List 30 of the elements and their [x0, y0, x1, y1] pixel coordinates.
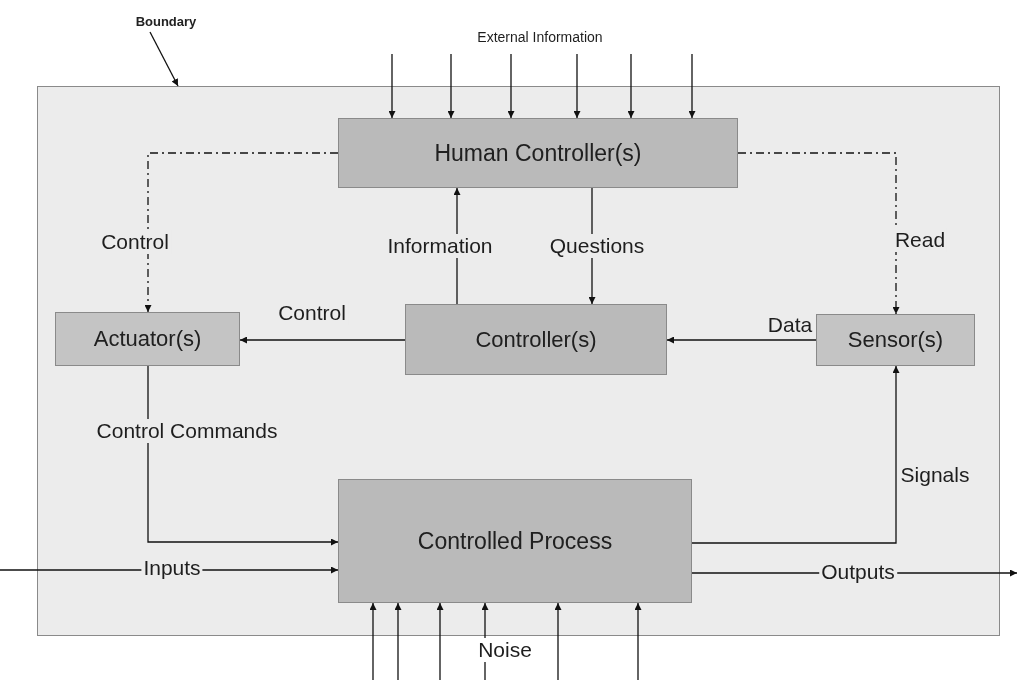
leader-arrow	[149, 31, 179, 87]
process-box: Controller(s)	[405, 304, 667, 375]
arrow	[436, 602, 444, 681]
edge-label: Questions	[547, 234, 647, 258]
process-box: Controlled Process	[338, 479, 692, 603]
boundary-label: Boundary	[118, 10, 214, 32]
arrow	[239, 336, 406, 344]
arrow	[507, 53, 515, 119]
annotation-text: External Information	[475, 29, 605, 45]
arrow	[388, 53, 396, 119]
edge-label: Control Commands	[94, 419, 280, 443]
arrow	[447, 53, 455, 119]
boundary-box	[37, 86, 1000, 636]
process-box: Human Controller(s)	[338, 118, 738, 188]
arrow	[144, 152, 339, 313]
arrow	[573, 53, 581, 119]
arrow	[369, 602, 377, 681]
arrow	[147, 365, 339, 546]
arrow	[688, 53, 696, 119]
arrow	[627, 53, 635, 119]
arrow	[394, 602, 402, 681]
arrow	[634, 602, 642, 681]
process-box: Actuator(s)	[55, 312, 240, 366]
arrow	[666, 336, 817, 344]
process-box: Sensor(s)	[816, 314, 975, 366]
annotation-text: Noise	[476, 638, 534, 662]
arrow	[691, 365, 900, 544]
arrow	[554, 602, 562, 681]
arrow	[737, 152, 900, 315]
edge-label: Control	[99, 230, 171, 254]
